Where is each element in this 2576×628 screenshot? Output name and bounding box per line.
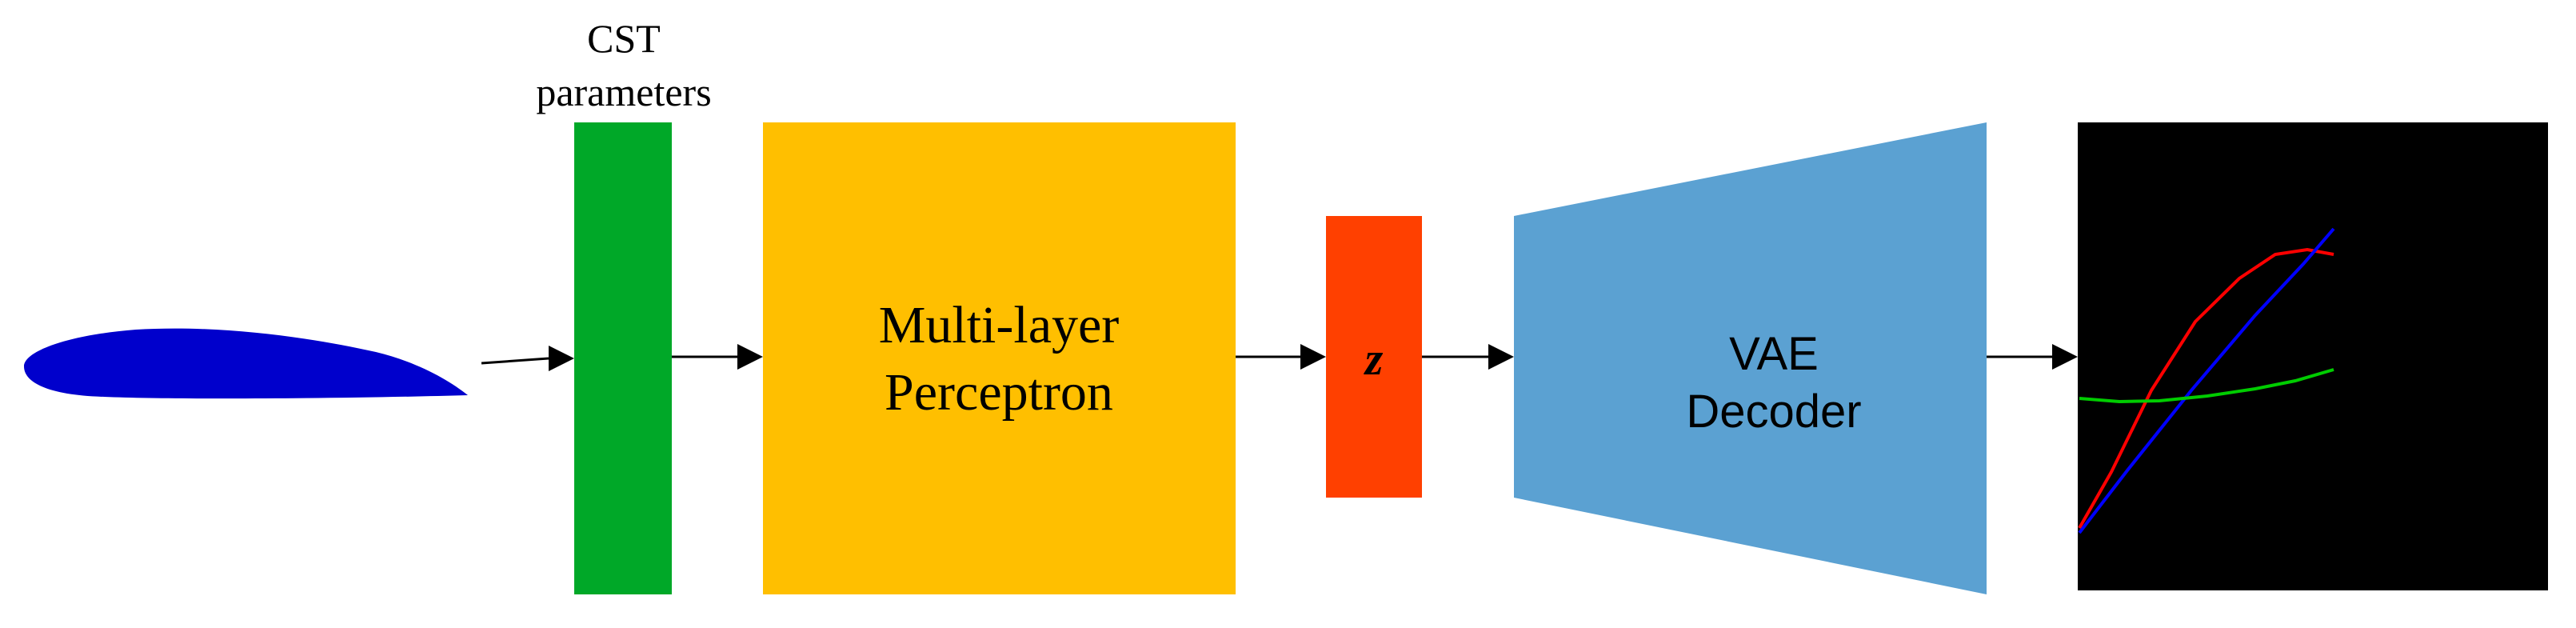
arrow-cst-to-mlp xyxy=(672,344,763,370)
output-plot-panel xyxy=(2078,122,2548,590)
mlp-label-line1: Multi-layer xyxy=(879,296,1120,354)
decoder-label-line2: Decoder xyxy=(1686,386,1861,438)
output-curve-red xyxy=(2078,247,2334,529)
cst-label-line2: parameters xyxy=(536,70,711,114)
airfoil-shape xyxy=(24,328,468,399)
arrow-airfoil-to-cst xyxy=(481,346,574,371)
mlp-label-line2: Perceptron xyxy=(885,363,1113,422)
cst-parameters-block xyxy=(574,122,672,594)
cst-label-line1: CST xyxy=(587,16,661,61)
decoder-label-line1: VAE xyxy=(1729,328,1819,380)
arrow-z-to-decoder xyxy=(1422,344,1514,370)
arrow-mlp-to-z xyxy=(1236,344,1326,370)
vae-decoder-block xyxy=(1514,122,1987,594)
latent-z-label: z xyxy=(1364,333,1384,385)
arrow-decoder-to-output xyxy=(1987,344,2078,370)
output-curve-green xyxy=(2079,368,2334,404)
latent-z-block xyxy=(1326,216,1422,498)
mlp-block xyxy=(763,122,1236,594)
output-curve-blue xyxy=(2078,227,2335,534)
